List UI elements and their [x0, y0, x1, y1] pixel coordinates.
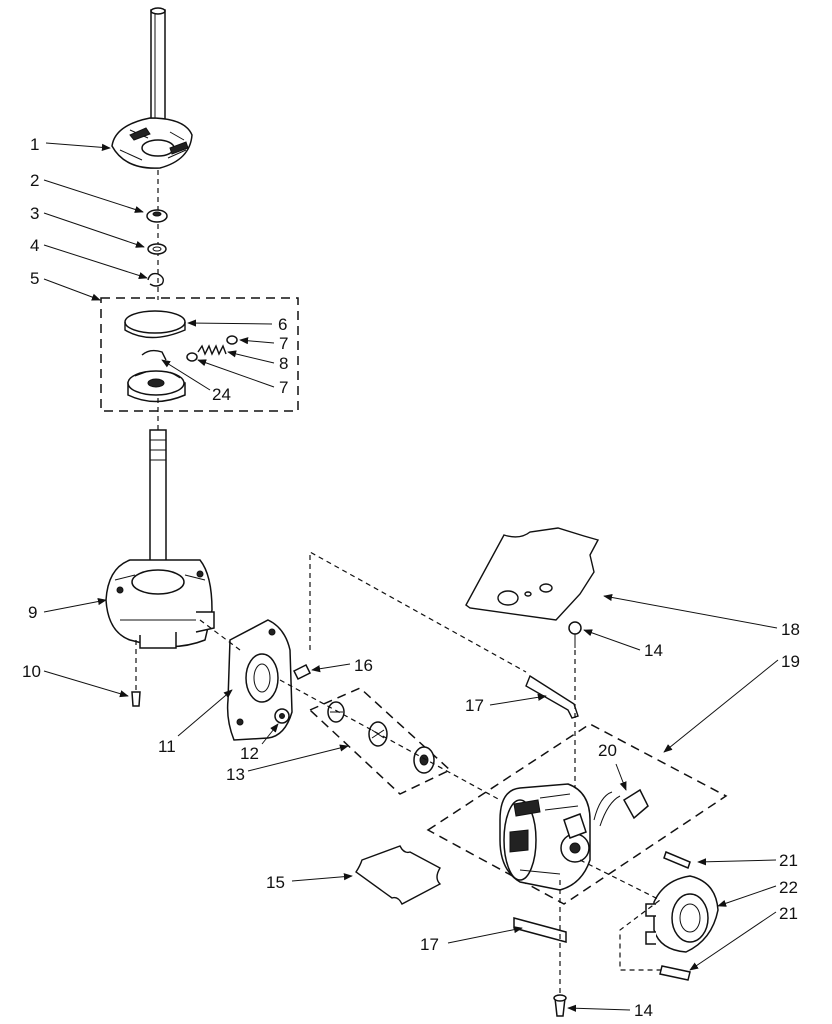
callout-7-upper: 7: [279, 334, 288, 353]
motor-to-bracket-guide: [579, 859, 662, 971]
callout-14-lower: 14: [634, 1001, 653, 1020]
part-7-pin-lower: [186, 352, 198, 362]
callout-9: 9: [28, 603, 37, 622]
callout-24: 24: [212, 385, 231, 404]
part-17-hose-upper: [309, 550, 579, 719]
part-21-clip-lower: [659, 965, 691, 981]
callout-7-lower: 7: [279, 378, 288, 397]
part-2-washer: [146, 209, 168, 223]
part-18-shield: [465, 527, 600, 621]
part-16-screw: [292, 663, 312, 681]
callout-16: 16: [354, 656, 373, 675]
callout-10: 10: [22, 662, 41, 681]
part-7-pin-upper: [226, 335, 238, 345]
part-8-spring: [197, 344, 227, 356]
leader-lines: [43, 142, 779, 1012]
callout-6: 6: [278, 315, 287, 334]
callout-19: 19: [781, 652, 800, 671]
callout-15: 15: [266, 873, 285, 892]
part-12-nut: [274, 708, 290, 724]
callout-8: 8: [279, 354, 288, 373]
callout-18: 18: [781, 620, 800, 639]
part-5-cam: [127, 370, 186, 403]
callout-1: 1: [30, 135, 39, 154]
callout-2: 2: [30, 171, 39, 190]
part-11-mounting-plate: [226, 619, 293, 741]
callout-20: 20: [598, 741, 617, 760]
part-17-strip-lower: [513, 917, 567, 943]
callout-22: 22: [779, 878, 798, 897]
coupler-axis-line: [279, 679, 501, 801]
callout-17-lower: 17: [420, 935, 439, 954]
callout-21-lower: 21: [779, 904, 798, 923]
part-20-switch: [593, 788, 649, 827]
part-19-motor: [499, 783, 591, 891]
part-14-screw-lower: [553, 880, 567, 1017]
part-10-screw: [131, 640, 141, 707]
callout-14-upper: 14: [644, 641, 663, 660]
callout-13: 13: [226, 765, 245, 784]
part-4-retaining-ring: [147, 272, 165, 287]
part-13-coupler-kit-box: [308, 687, 452, 795]
callout-5: 5: [30, 269, 39, 288]
callout-17-upper: 17: [465, 696, 484, 715]
part-3-washer: [147, 243, 167, 255]
part-9-lower-shaft: [149, 429, 167, 581]
callout-4: 4: [30, 236, 39, 255]
part-22-bracket: [645, 875, 719, 953]
part-5-kit-box: [100, 297, 299, 412]
part-9-gearcase: [105, 559, 215, 649]
part-21-clip-upper: [663, 850, 691, 870]
part-24-clip: [141, 349, 167, 361]
callout-12: 12: [240, 744, 259, 763]
callout-labels: 1 2 3 4 5 6 7 8 7 24 9 10 11 12 13 16 17…: [22, 135, 800, 1020]
part-13-coupler-hub-lower: [413, 746, 435, 774]
part-13-coupler-hub: [327, 701, 345, 723]
part-14-screw-upper: [568, 621, 582, 820]
callout-3: 3: [30, 204, 39, 223]
callout-11: 11: [158, 737, 176, 756]
part-6-band: [124, 310, 186, 339]
part-1-drive-shaft-top: [111, 7, 193, 169]
part-15-pad: [355, 845, 442, 905]
callout-21-upper: 21: [779, 851, 798, 870]
